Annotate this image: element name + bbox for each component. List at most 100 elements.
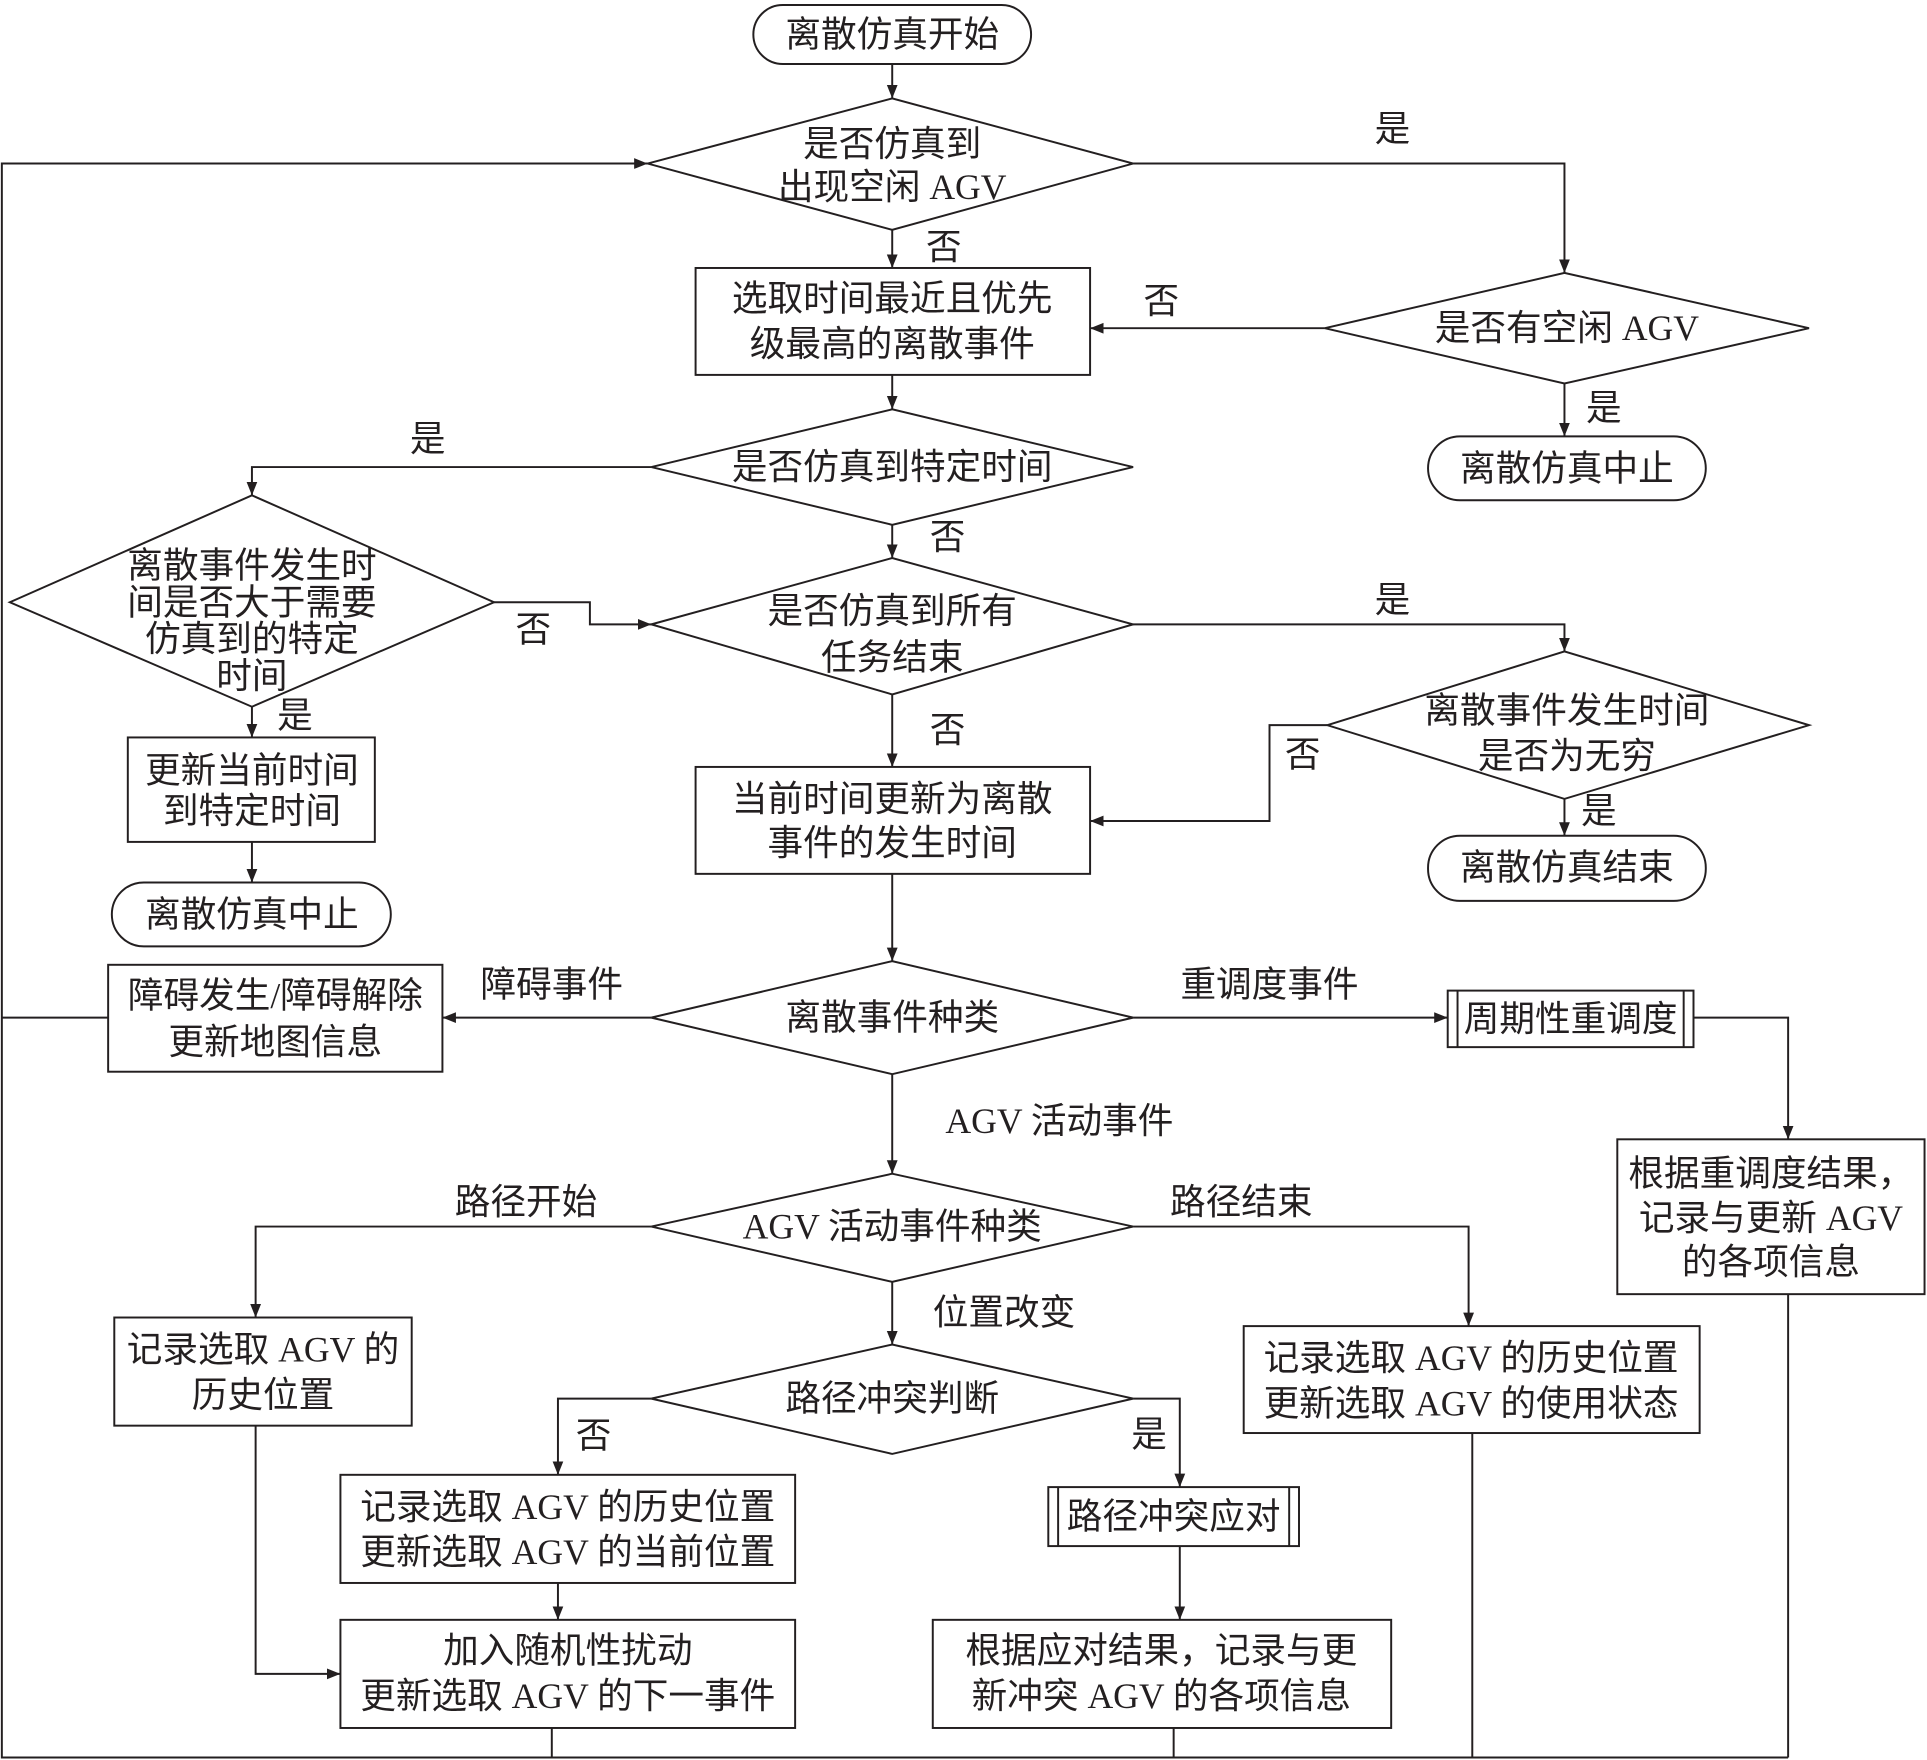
node-label-line: 更新选取 AGV 的当前位置 [360, 1532, 775, 1572]
edge-label-yes: 是 [277, 695, 313, 735]
process-update-time-event: 当前时间更新为离散 事件的发生时间 [694, 765, 1092, 875]
node-label-line: 当前时间更新为离散 [732, 779, 1053, 819]
edge-label-obstacle-event: 障碍事件 [481, 964, 624, 1004]
connector-idle-check-yes [1133, 162, 1570, 273]
subprocess-conflict-response: 路径冲突应对 [1047, 1486, 1300, 1548]
process-reschedule-result: 根据重调度结果， 记录与更新 AGV 的各项信息 [1616, 1138, 1926, 1296]
terminal-start: 离散仿真开始 [752, 4, 1033, 65]
edge-label-yes: 是 [410, 419, 446, 459]
node-label-line: 级最高的离散事件 [750, 324, 1035, 364]
node-label-line: 路径冲突应对 [1067, 1497, 1281, 1537]
connectors [0, 63, 1794, 1759]
edge-label-no: 否 [516, 609, 552, 649]
node-label-line: 到特定时间 [163, 791, 341, 831]
node-label-line: 离散事件发生时间 [1424, 690, 1709, 730]
connector-all-tasks-yes [1133, 623, 1570, 652]
edge-label-yes: 是 [1375, 580, 1411, 620]
process-select-event: 选取时间最近且优先 级最高的离散事件 [694, 266, 1092, 376]
connector-conflict-yes [1133, 1397, 1186, 1488]
edge-label-yes: 是 [1375, 109, 1411, 149]
edge-label-yes: 是 [1131, 1414, 1167, 1454]
node-label-line: 更新当前时间 [145, 751, 359, 791]
edge-label-yes: 是 [1581, 791, 1617, 831]
decision-sim-specific-time: 是否仿真到特定时间 [651, 408, 1134, 526]
terminal-end: 离散仿真结束 [1427, 834, 1707, 902]
node-label-line: 是否有空闲 AGV [1435, 308, 1699, 348]
subprocess-periodic-reschedule: 周期性重调度 [1446, 989, 1695, 1049]
connector-loop-back [0, 158, 1789, 1759]
node-label-line: 离散仿真结束 [1460, 848, 1674, 888]
edge-label-no: 否 [926, 227, 962, 267]
node-label-line: 的各项信息 [1682, 1242, 1860, 1282]
connector-periodic-to-result [1693, 1016, 1794, 1140]
connector-path-start [250, 1225, 652, 1318]
decision-event-type: 离散事件种类 [651, 960, 1134, 1076]
terminal-abort-right: 离散仿真中止 [1427, 435, 1707, 502]
node-label-line: 更新地图信息 [168, 1022, 382, 1062]
node-label-line: AGV 活动事件种类 [743, 1207, 1042, 1247]
process-obstacle: 障碍发生/障碍解除 更新地图信息 [107, 963, 444, 1073]
connector-specific-yes [246, 466, 652, 496]
decision-agv-event-type: AGV 活动事件种类 [651, 1172, 1134, 1283]
node-label-line: 离散事件发生时 [127, 545, 376, 585]
node-label-line: 新冲突 AGV 的各项信息 [972, 1676, 1351, 1716]
node-label-line: 仿真到的特定 [145, 619, 359, 659]
node-label-line: 离散仿真中止 [1460, 448, 1674, 488]
node-label-line: 选取时间最近且优先 [732, 279, 1053, 319]
process-path-end: 记录选取 AGV 的历史位置 更新选取 AGV 的使用状态 [1242, 1325, 1701, 1435]
node-label-line: 根据重调度结果， [1628, 1154, 1913, 1194]
connector-conflict-no [552, 1397, 652, 1475]
edge-label-no: 否 [576, 1415, 612, 1455]
edge-label-no: 否 [930, 517, 966, 557]
node-label-line: 是否仿真到 [803, 124, 981, 164]
node-label-line: 事件的发生时间 [768, 823, 1017, 863]
node-label-line: 记录选取 AGV 的历史位置 [1264, 1338, 1679, 1378]
node-label-line: 周期性重调度 [1464, 999, 1678, 1039]
connector-event-time-gt-no [494, 601, 652, 630]
node-label-line: 是否仿真到特定时间 [732, 447, 1053, 487]
process-conflict-result: 根据应对结果，记录与更 新冲突 AGV 的各项信息 [931, 1618, 1393, 1729]
node-label-line: 离散事件种类 [785, 998, 999, 1038]
decision-sim-all-tasks: 是否仿真到所有 任务结束 [647, 556, 1137, 696]
terminal-abort-left: 离散仿真中止 [110, 881, 392, 948]
node-label-line: 是否为无穷 [1478, 736, 1656, 776]
process-random-disturbance: 加入随机性扰动 更新选取 AGV 的下一事件 [339, 1618, 797, 1729]
edge-label-no: 否 [1285, 735, 1321, 775]
node-label-line: 历史位置 [192, 1375, 335, 1415]
node-label-line: 离散仿真开始 [785, 14, 999, 54]
edge-label-reschedule-event: 重调度事件 [1180, 964, 1358, 1004]
connector-path-start-to-random [254, 1425, 341, 1680]
connector-path-end [1133, 1225, 1475, 1327]
edge-label-no: 否 [930, 710, 966, 750]
decision-has-idle-agv: 是否有空闲 AGV [1324, 271, 1810, 385]
process-update-time-specific: 更新当前时间 到特定时间 [126, 736, 376, 843]
node-label-line: 离散仿真中止 [145, 894, 359, 934]
edge-label-path-end: 路径结束 [1170, 1182, 1313, 1222]
node-label-line: 记录选取 AGV 的历史位置 [360, 1487, 775, 1527]
node-label-line: 根据应对结果，记录与更 [965, 1631, 1357, 1671]
decision-sim-idle-agv: 是否仿真到 出现空闲 AGV [643, 97, 1137, 231]
node-label-line: 时间 [216, 656, 287, 696]
node-label-line: 更新选取 AGV 的使用状态 [1264, 1384, 1679, 1424]
node-label-line: 加入随机性扰动 [443, 1631, 692, 1671]
node-label-line: 是否仿真到所有 [768, 591, 1017, 631]
process-no-conflict: 记录选取 AGV 的历史位置 更新选取 AGV 的当前位置 [339, 1473, 797, 1584]
connector-inf-no [1090, 724, 1328, 827]
decision-path-conflict: 路径冲突判断 [651, 1343, 1134, 1455]
edge-label-no: 否 [1144, 281, 1180, 321]
decision-event-time-greater: 离散事件发生时 间是否大于需要 仿真到的特定 时间 [7, 494, 497, 708]
edge-labels: 是 否 否 是 是 否 否 是 是 否 否 是 障碍事件 重调度事件 AGV 活… [277, 109, 1621, 1455]
node-label-line: 路径冲突判断 [785, 1379, 999, 1419]
node-label-line: 任务结束 [821, 638, 964, 678]
node-label-line: 出现空闲 AGV [778, 167, 1007, 207]
edge-label-path-start: 路径开始 [455, 1182, 598, 1222]
process-path-start: 记录选取 AGV 的 历史位置 [113, 1316, 413, 1427]
decision-event-time-infinite: 离散事件发生时间 是否为无穷 [1323, 650, 1813, 800]
node-label-line: 间是否大于需要 [127, 582, 376, 622]
edge-label-position-change: 位置改变 [933, 1293, 1076, 1333]
node-label-line: 记录与更新 AGV [1639, 1198, 1903, 1238]
node-label-line: 记录选取 AGV 的 [127, 1329, 399, 1369]
node-label-line: 更新选取 AGV 的下一事件 [360, 1676, 775, 1716]
edge-label-yes: 是 [1586, 388, 1622, 428]
